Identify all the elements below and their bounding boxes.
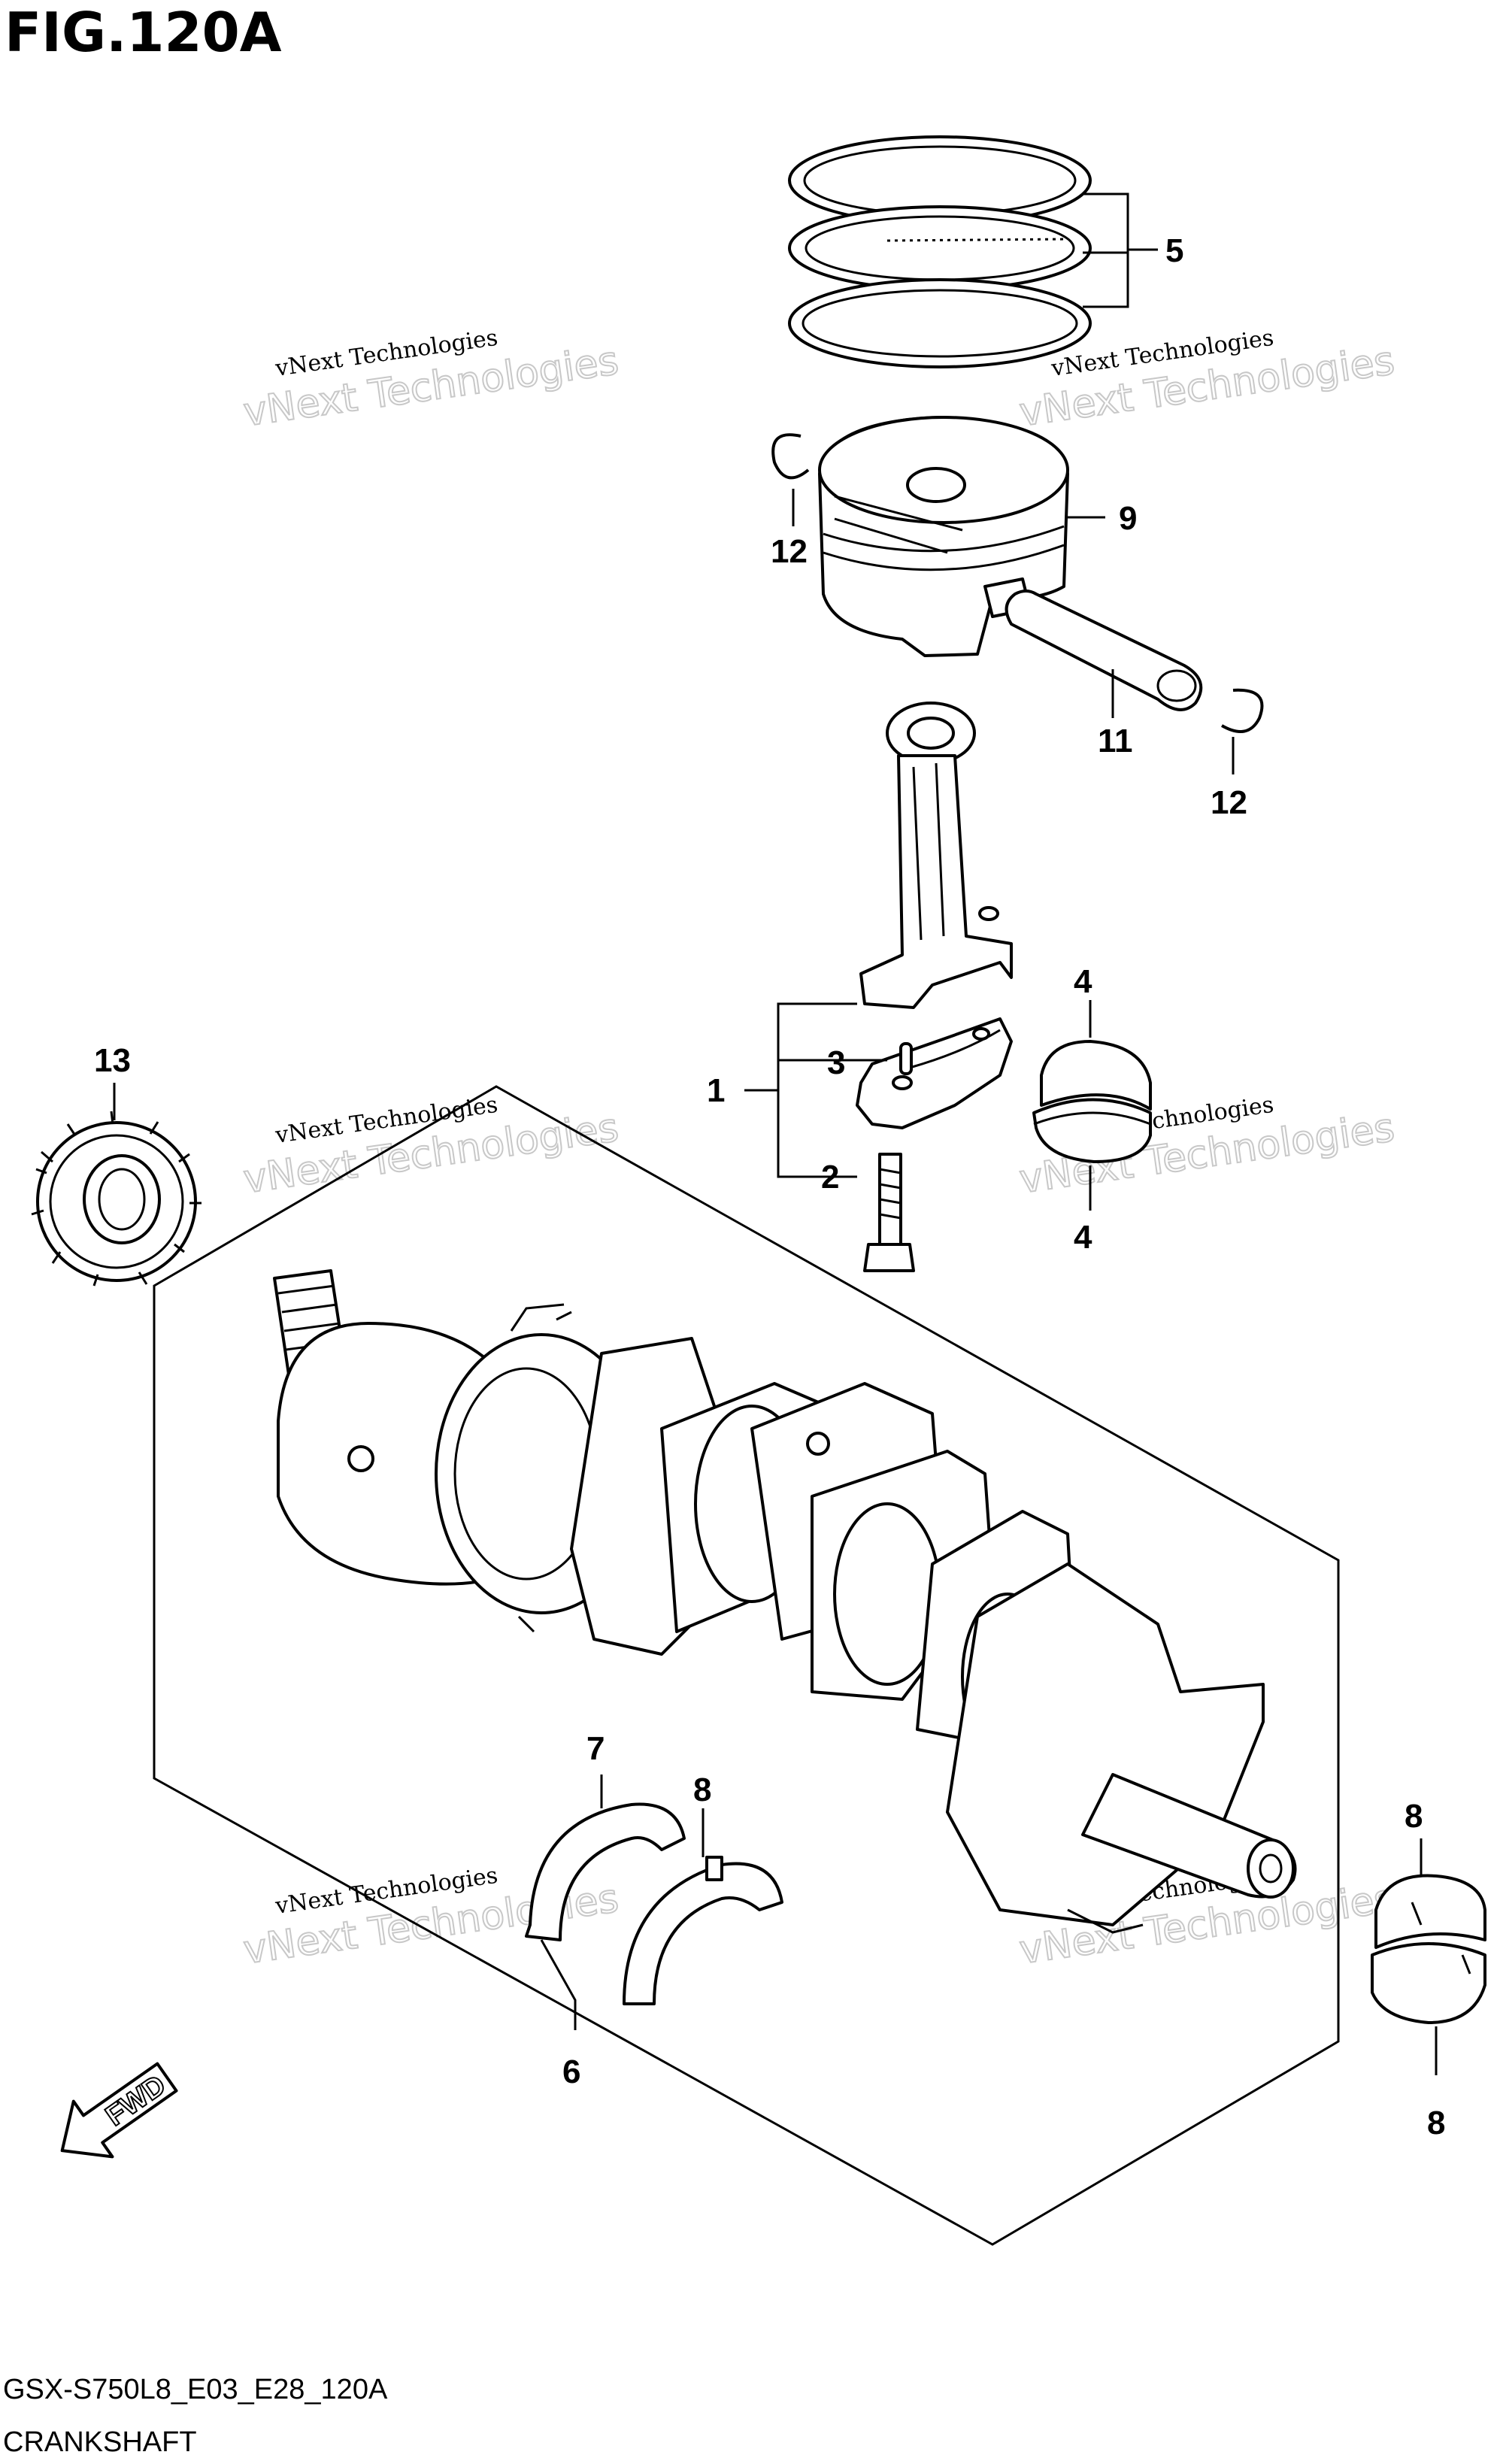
callout-1[interactable]: 1 xyxy=(707,1072,725,1109)
callout-4-lower[interactable]: 4 xyxy=(1074,1219,1092,1256)
callout-9[interactable]: 9 xyxy=(1119,500,1137,537)
crankshaft[interactable] xyxy=(273,1269,1297,1934)
callout-8-lower[interactable]: 8 xyxy=(1427,2105,1445,2141)
connecting-rod-cap[interactable] xyxy=(856,1017,1013,1129)
fwd-arrow-icon: FWD xyxy=(60,2062,178,2159)
callout-4-upper[interactable]: 4 xyxy=(1074,963,1092,1000)
callout-3[interactable]: 3 xyxy=(827,1044,845,1081)
callout-7[interactable]: 8 xyxy=(693,1771,711,1808)
callout-11[interactable]: 11 xyxy=(1098,723,1133,759)
thrust-bearing-set-bracket xyxy=(540,1939,577,2030)
piston-rings[interactable] xyxy=(788,135,1158,368)
circlip-right[interactable] xyxy=(1221,688,1264,774)
callout-13[interactable]: 13 xyxy=(94,1042,131,1079)
crankpin-bearing[interactable] xyxy=(1032,1000,1152,1211)
model-code: GSX-S750L8_E03_E28_120A xyxy=(3,2374,388,2405)
thrust-bearing-7[interactable] xyxy=(623,1808,783,2005)
figure-title: FIG.120A xyxy=(5,1,282,64)
thrust-bearing-6[interactable] xyxy=(525,1775,686,1941)
callout-8-upper[interactable]: 8 xyxy=(1405,1798,1423,1835)
watermark: vNext Technologies vNext Technologies xyxy=(240,325,622,436)
section-name: CRANKSHAFT xyxy=(3,2426,197,2458)
piston[interactable] xyxy=(818,416,1105,657)
circlip-left[interactable] xyxy=(771,433,810,526)
watermark: vNext Technologies vNext Technologies xyxy=(240,1092,622,1203)
callout-2[interactable]: 2 xyxy=(821,1159,839,1196)
crankshaft-frame xyxy=(153,1085,1340,2246)
callout-12-left[interactable]: 12 xyxy=(771,533,808,570)
callout-5[interactable]: 6 xyxy=(562,2053,580,2090)
connecting-rod-bolt[interactable] xyxy=(863,1153,915,1272)
dowel-pin[interactable] xyxy=(899,1042,913,1075)
callout-6[interactable]: 7 xyxy=(586,1730,605,1767)
crankshaft-gear[interactable] xyxy=(31,1083,202,1287)
connecting-rod[interactable] xyxy=(859,702,1013,1009)
connecting-rod-set-bracket xyxy=(744,1002,887,1178)
journal-bearing[interactable] xyxy=(1371,1838,1486,2075)
piston-pin[interactable] xyxy=(1005,589,1203,718)
callout-12-right[interactable]: 12 xyxy=(1211,784,1247,821)
callout-10[interactable]: 5 xyxy=(1165,232,1183,269)
